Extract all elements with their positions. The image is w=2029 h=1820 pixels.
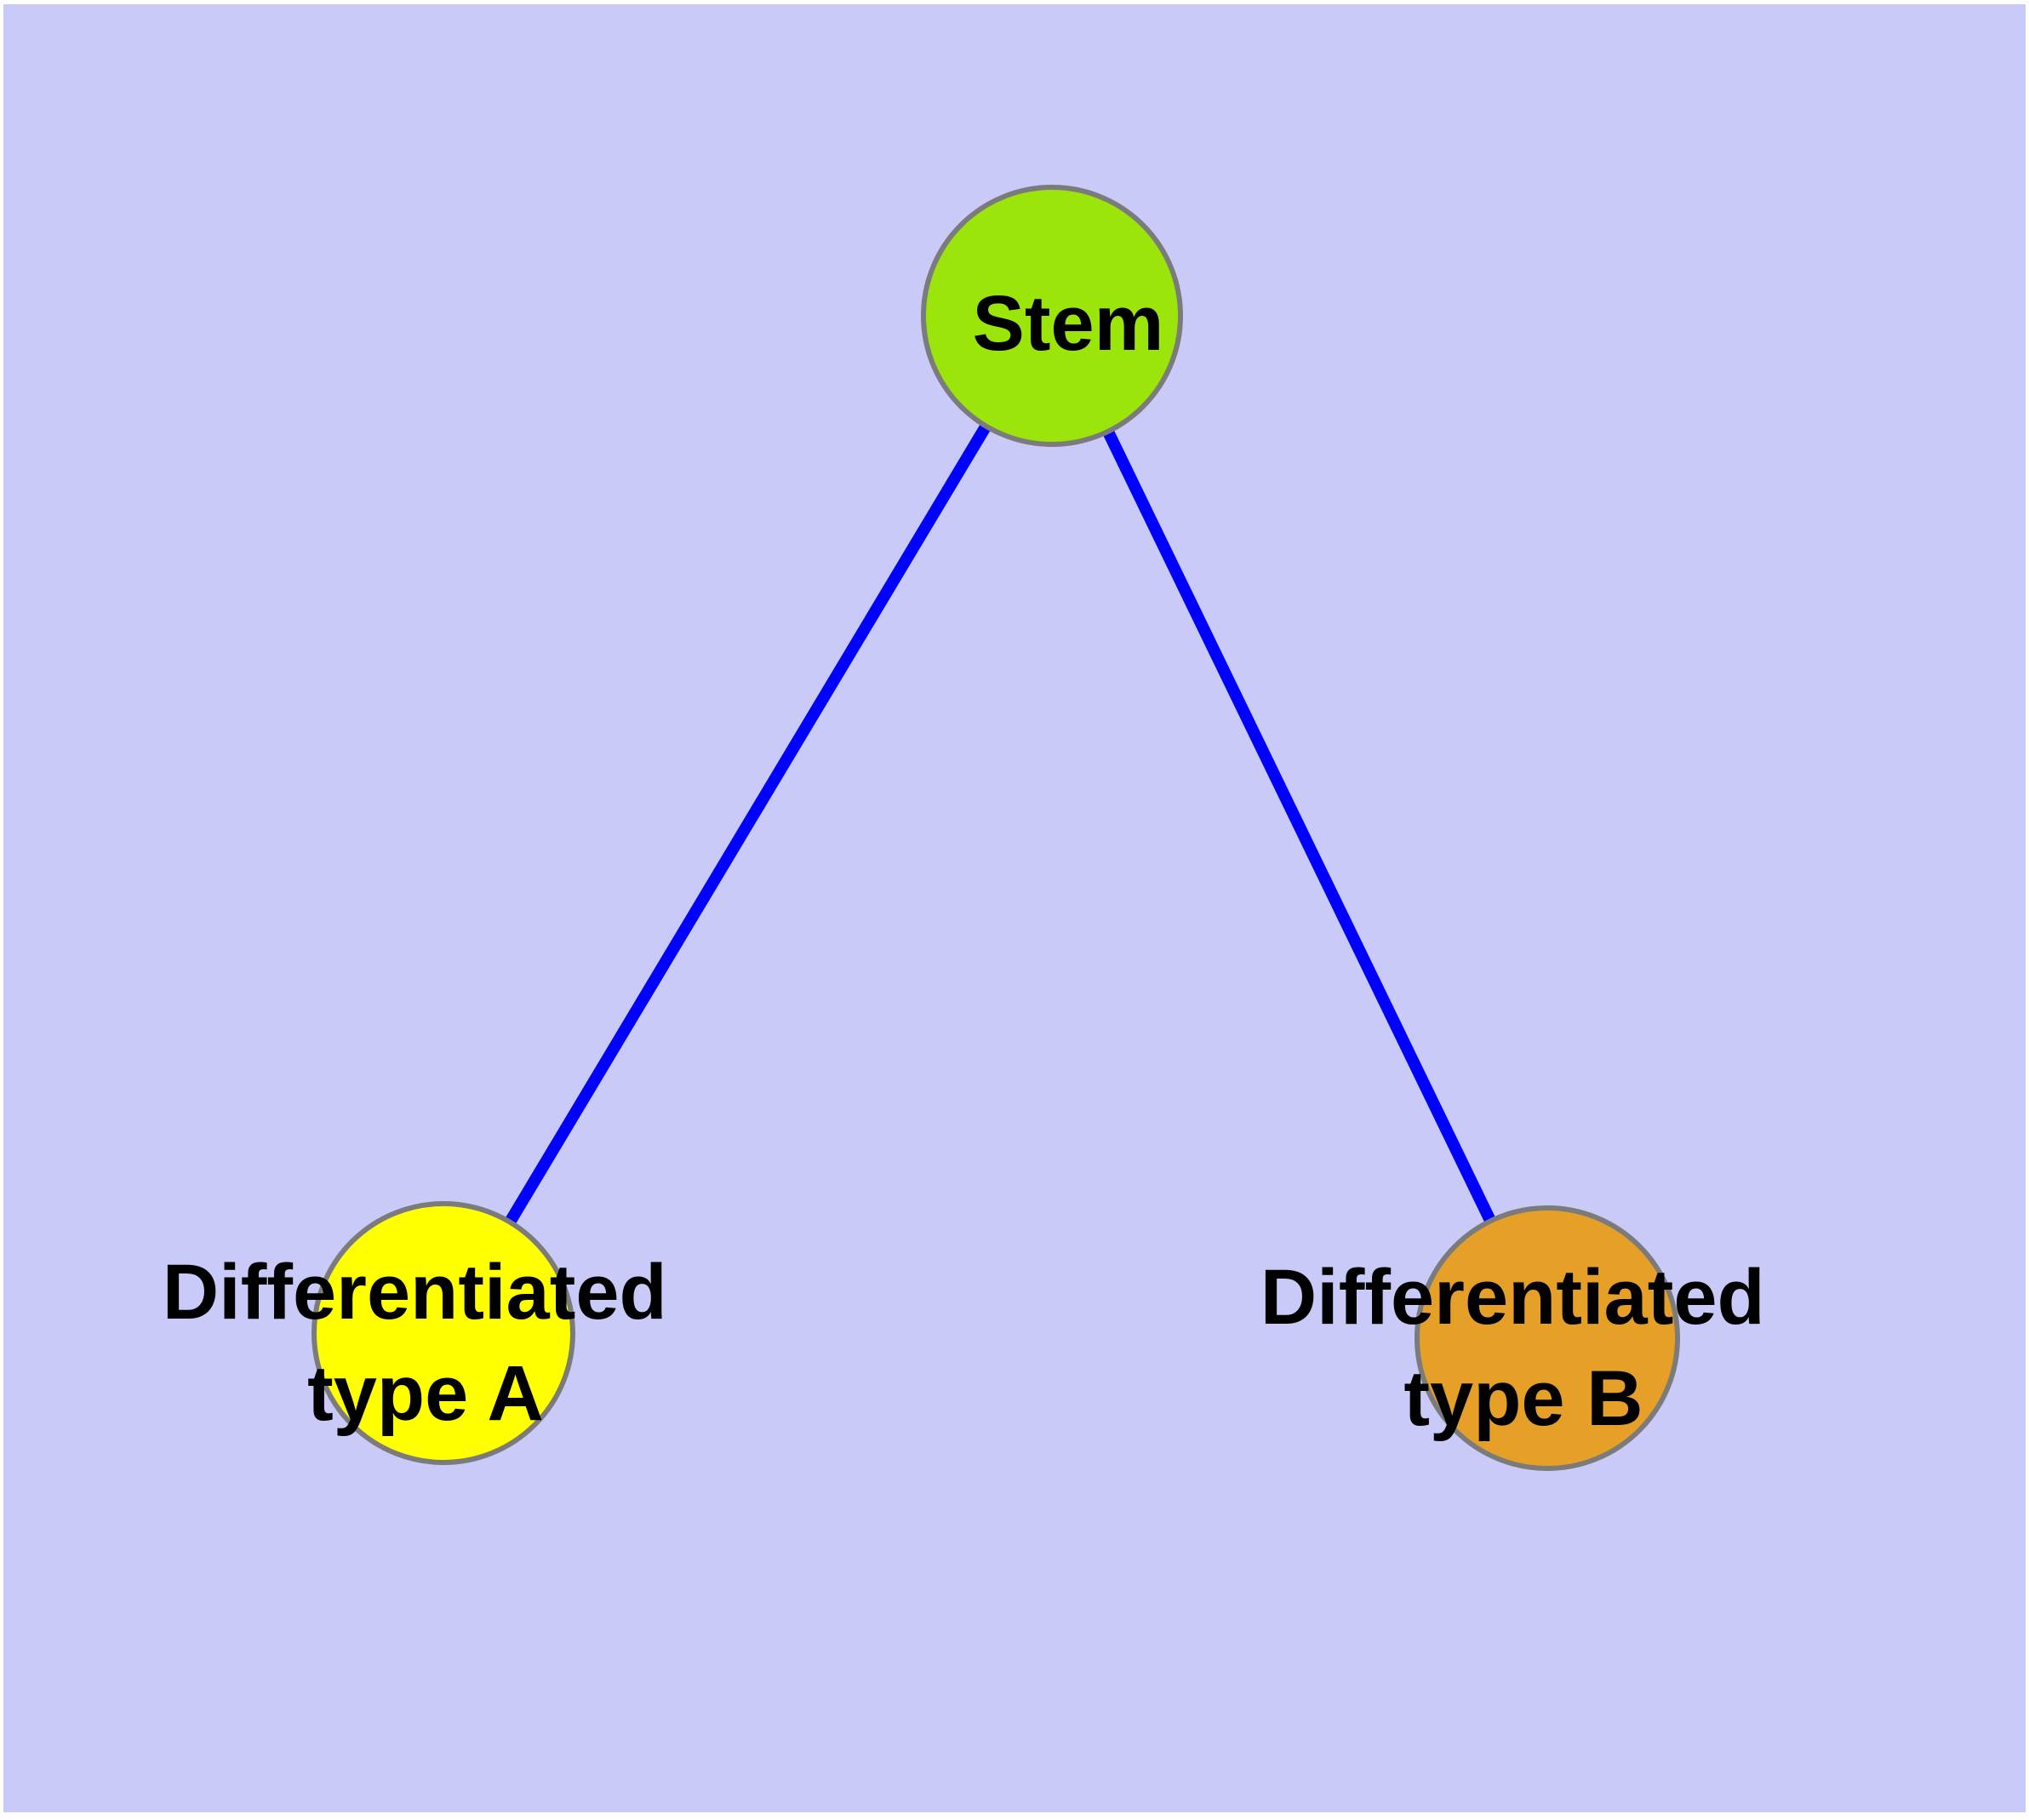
edge-stem-to-type-a bbox=[437, 312, 1058, 1336]
node-type-a-label: Differentiated type A bbox=[163, 1249, 689, 1437]
node-type-b-label-line-2: type B bbox=[1403, 1355, 1643, 1442]
edge-stem-to-type-b bbox=[1046, 312, 1553, 1342]
node-type-a-label-line-2: type A bbox=[307, 1350, 544, 1437]
node-type-a-label-line-1: Differentiated bbox=[163, 1249, 667, 1336]
node-type-b-label: Differentiated type B bbox=[1260, 1254, 1787, 1442]
node-differentiated-type-b bbox=[1415, 1205, 1680, 1471]
node-stem bbox=[921, 185, 1183, 447]
node-stem-label: Stem bbox=[973, 280, 1164, 367]
node-type-b-label-line-1: Differentiated bbox=[1260, 1254, 1765, 1341]
node-differentiated-type-a bbox=[311, 1201, 575, 1465]
